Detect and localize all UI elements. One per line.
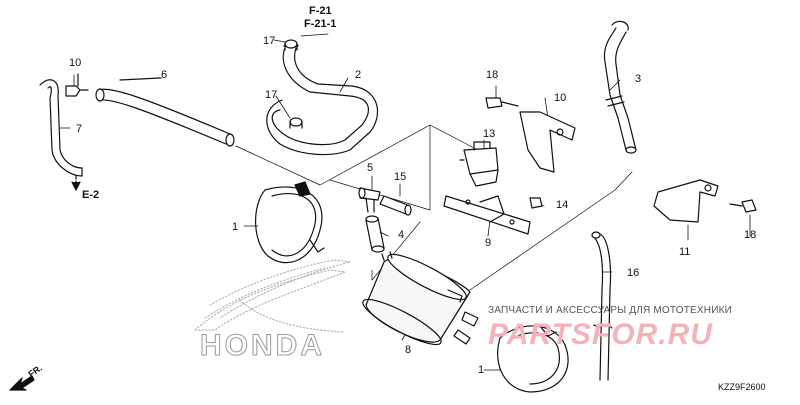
honda-wing-logo: [194, 259, 351, 333]
callout-13: 13: [483, 128, 496, 140]
part-16-hose: [591, 231, 613, 381]
callout-5: 5: [367, 162, 374, 174]
part-15-tube: [379, 195, 412, 216]
part-11-bracket: [653, 179, 719, 223]
part-14-bolt: [529, 197, 543, 209]
drawing-code: KZZ9F2600: [718, 382, 766, 392]
callout-12: 10: [69, 57, 82, 69]
callout-14: 14: [556, 199, 569, 211]
callout-17-top: 17: [263, 35, 276, 47]
part-3-hose: [603, 20, 637, 154]
part-7-hose: [39, 79, 83, 191]
callout-2: 2: [355, 69, 362, 81]
honda-brand-text: HONDA: [200, 329, 325, 362]
watermark-logo: PARTSFOR.RU: [488, 318, 713, 351]
callout-18-top: 18: [486, 69, 499, 81]
part-9-bracket: [443, 195, 531, 235]
part-17-clips: [284, 39, 303, 129]
callout-17: 17: [265, 89, 278, 101]
part-8-canister: [362, 251, 479, 346]
part-4-hose: [365, 215, 385, 253]
watermark-caption: ЗАПЧАСТИ И АКСЕССУАРЫ ДЛЯ МОТОТЕХНИКИ: [488, 305, 733, 316]
callout-6: 6: [161, 69, 168, 81]
part-6-hose: [95, 77, 235, 147]
callout-9: 9: [485, 237, 492, 249]
front-direction-arrow: [9, 375, 35, 391]
part-12-joint: [65, 73, 89, 97]
callout-18-right: 18: [744, 229, 757, 241]
part-2-hose: [266, 40, 378, 156]
part-5-t-joint: [358, 187, 381, 213]
callout-16: 16: [627, 267, 640, 279]
part-10-bracket: [519, 111, 576, 173]
reference-f21-1: F-21-1: [304, 18, 337, 30]
callout-4: 4: [398, 229, 405, 241]
callout-1-left: 1: [232, 221, 239, 233]
connection-lines: [235, 124, 633, 291]
callout-7: 7: [76, 123, 83, 135]
callout-1-right: 1: [478, 364, 485, 376]
callout-3: 3: [635, 73, 642, 85]
part-13-valve: [459, 141, 499, 187]
callout-10: 10: [554, 92, 567, 104]
callout-15: 15: [394, 171, 407, 183]
part-1-strap-right: [497, 325, 569, 393]
part-18-bolts: [485, 97, 757, 213]
reference-f21: F-21: [309, 5, 332, 17]
reference-e2: E-2: [82, 189, 100, 201]
callout-8: 8: [405, 344, 412, 356]
callout-11: 11: [679, 246, 691, 258]
part-1-strap-left: [255, 181, 325, 264]
leader-lines: [59, 33, 751, 371]
